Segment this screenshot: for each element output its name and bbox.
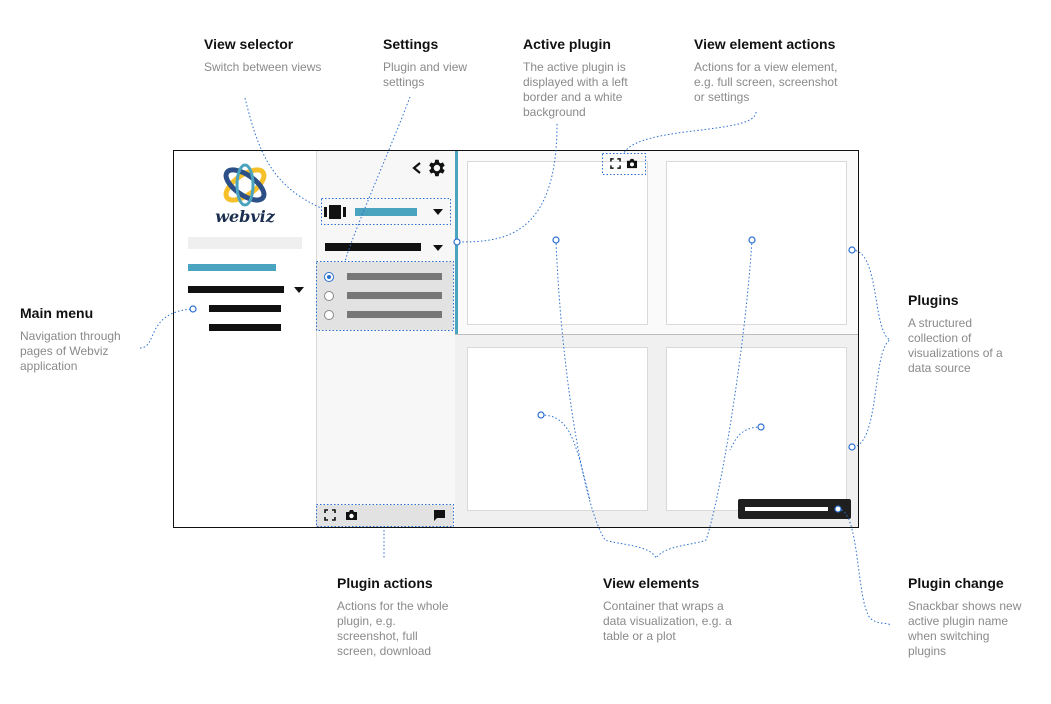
main-menu-drawer	[174, 151, 315, 527]
view-selector-title: View selector	[204, 36, 294, 52]
view-selector-value[interactable]	[355, 208, 417, 216]
snackbar-text	[745, 507, 828, 511]
main-menu-desc: Navigation through pages of Webviz appli…	[20, 329, 121, 373]
view-element-1	[467, 161, 648, 325]
view-selector-chevron-down-icon[interactable]	[433, 209, 443, 215]
radio-label-2	[347, 292, 442, 299]
fullscreen-icon[interactable]	[324, 509, 336, 521]
camera-icon[interactable]	[345, 509, 358, 521]
menu-group-chevron-down-icon[interactable]	[294, 287, 304, 293]
chevron-left-icon[interactable]	[411, 161, 423, 175]
view-selector-desc: Switch between views	[204, 60, 322, 74]
menu-subitem-2[interactable]	[209, 324, 281, 331]
view-element-actions-desc: Actions for a view element, e.g. full sc…	[694, 60, 838, 104]
plugins-desc: A structured collection of visualization…	[908, 316, 1003, 375]
comment-icon[interactable]	[433, 509, 446, 521]
plugin-actions-title: Plugin actions	[337, 575, 433, 591]
menu-search-field[interactable]	[188, 237, 302, 249]
settings-title: Settings	[383, 36, 439, 52]
main-menu-title: Main menu	[20, 305, 94, 321]
active-plugin-border	[455, 151, 458, 334]
view-element-fullscreen-icon[interactable]	[610, 158, 621, 169]
plugin-actions-desc: Actions for the whole plugin, e.g. scree…	[337, 599, 449, 658]
menu-item-active[interactable]	[188, 264, 276, 271]
webviz-logo-icon	[223, 163, 267, 207]
radio-label-3	[347, 311, 442, 318]
view-selector-icon[interactable]	[324, 205, 346, 219]
radio-option-3[interactable]	[324, 310, 334, 320]
view-elements-desc: Container that wraps a data visualizatio…	[603, 599, 732, 643]
gear-icon[interactable]	[425, 157, 447, 179]
view-element-4	[666, 347, 847, 511]
settings-desc: Plugin and view settings	[383, 60, 468, 89]
view-elements-title: View elements	[603, 575, 700, 591]
radio-label-1	[347, 273, 442, 280]
view-element-2	[666, 161, 847, 325]
active-plugin-title: Active plugin	[523, 36, 611, 52]
active-plugin-desc: The active plugin is displayed with a le…	[523, 60, 628, 119]
view-element-camera-icon[interactable]	[626, 158, 638, 169]
menu-group[interactable]	[188, 286, 284, 293]
view-element-actions-title: View element actions	[694, 36, 836, 52]
plugins-title: Plugins	[908, 292, 959, 308]
logo-text: webviz	[215, 207, 275, 226]
settings-dropdown-value[interactable]	[325, 243, 421, 251]
menu-subitem-1[interactable]	[209, 305, 281, 312]
plugin-change-title: Plugin change	[908, 575, 1004, 591]
plugin-change-desc: Snackbar shows new active plugin name wh…	[908, 599, 1022, 658]
view-element-3	[467, 347, 648, 511]
settings-dropdown-chevron-down-icon[interactable]	[433, 245, 443, 251]
radio-option-2[interactable]	[324, 291, 334, 301]
radio-option-1[interactable]	[324, 272, 334, 282]
